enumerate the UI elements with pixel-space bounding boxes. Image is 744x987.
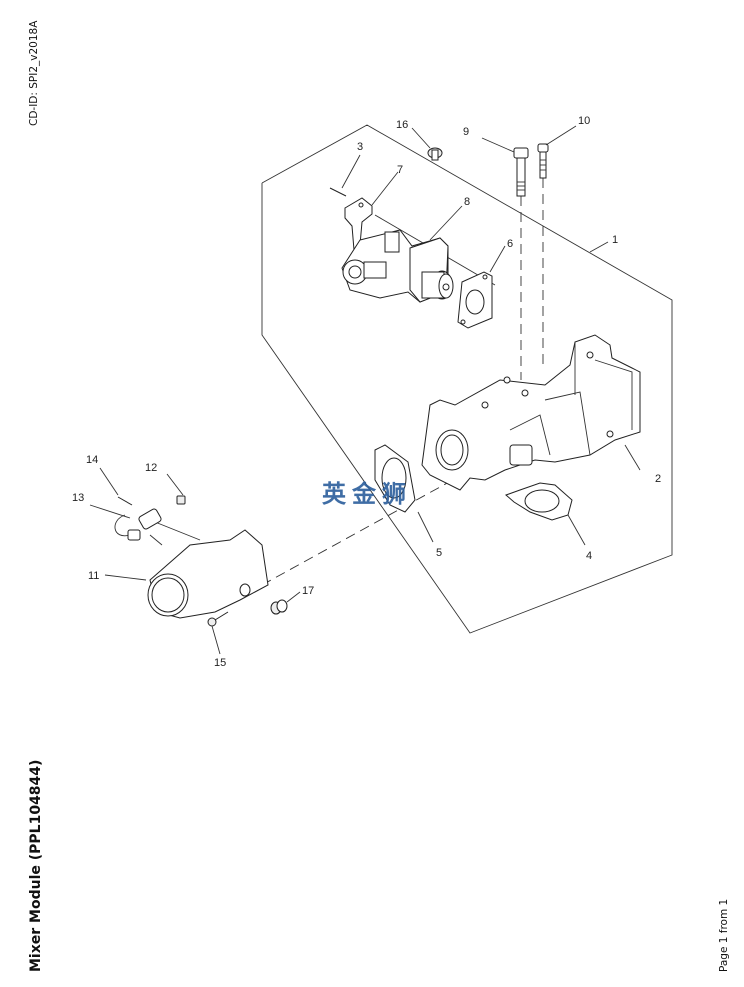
callout-2[interactable]: 2 — [655, 473, 661, 485]
callout-12[interactable]: 12 — [145, 462, 157, 474]
assembly-boundary — [261, 124, 673, 634]
callout-1[interactable]: 1 — [612, 234, 618, 246]
part-6-valve-gasket[interactable] — [457, 271, 493, 329]
callout-8[interactable]: 8 — [464, 196, 470, 208]
part-14-sensor-bolt[interactable] — [117, 496, 133, 506]
elbow-axis — [261, 475, 461, 586]
callout-7[interactable]: 7 — [397, 164, 403, 176]
callout-15[interactable]: 15 — [214, 657, 226, 669]
callout-6[interactable]: 6 — [507, 238, 513, 250]
callout-13[interactable]: 13 — [72, 492, 84, 504]
part-13-sensor[interactable] — [114, 508, 163, 546]
part-10-bolt[interactable] — [537, 143, 549, 179]
callout-10[interactable]: 10 — [578, 115, 590, 127]
callout-17[interactable]: 17 — [302, 585, 314, 597]
part-5-inlet-gasket[interactable] — [374, 444, 416, 513]
part-3-bracket-bolt[interactable] — [329, 187, 347, 197]
part-17-cap-plug[interactable] — [270, 599, 288, 615]
callout-9[interactable]: 9 — [463, 126, 469, 138]
sensor-axis — [149, 519, 201, 541]
callout-3[interactable]: 3 — [357, 141, 363, 153]
part-16-plug[interactable] — [427, 147, 443, 161]
callout-16[interactable]: 16 — [396, 119, 408, 131]
callout-5[interactable]: 5 — [436, 547, 442, 559]
callout-11[interactable]: 11 — [88, 570, 99, 582]
part-11-inlet-elbow[interactable] — [147, 529, 269, 619]
part-4-manifold-gasket[interactable] — [505, 482, 573, 521]
part-8-egr-valve[interactable] — [341, 229, 454, 303]
part-7-bracket[interactable] — [344, 197, 373, 251]
watermark-text: 英金狮 — [322, 480, 412, 508]
callout-14[interactable]: 14 — [86, 454, 98, 466]
part-15-elbow-bolt[interactable] — [207, 611, 229, 627]
callout-4[interactable]: 4 — [586, 550, 592, 562]
part-9-long-bolt[interactable] — [513, 147, 529, 197]
leader-lines — [89, 125, 641, 655]
part-12-nut[interactable] — [176, 495, 186, 505]
part-2-manifold-body[interactable] — [421, 334, 641, 491]
